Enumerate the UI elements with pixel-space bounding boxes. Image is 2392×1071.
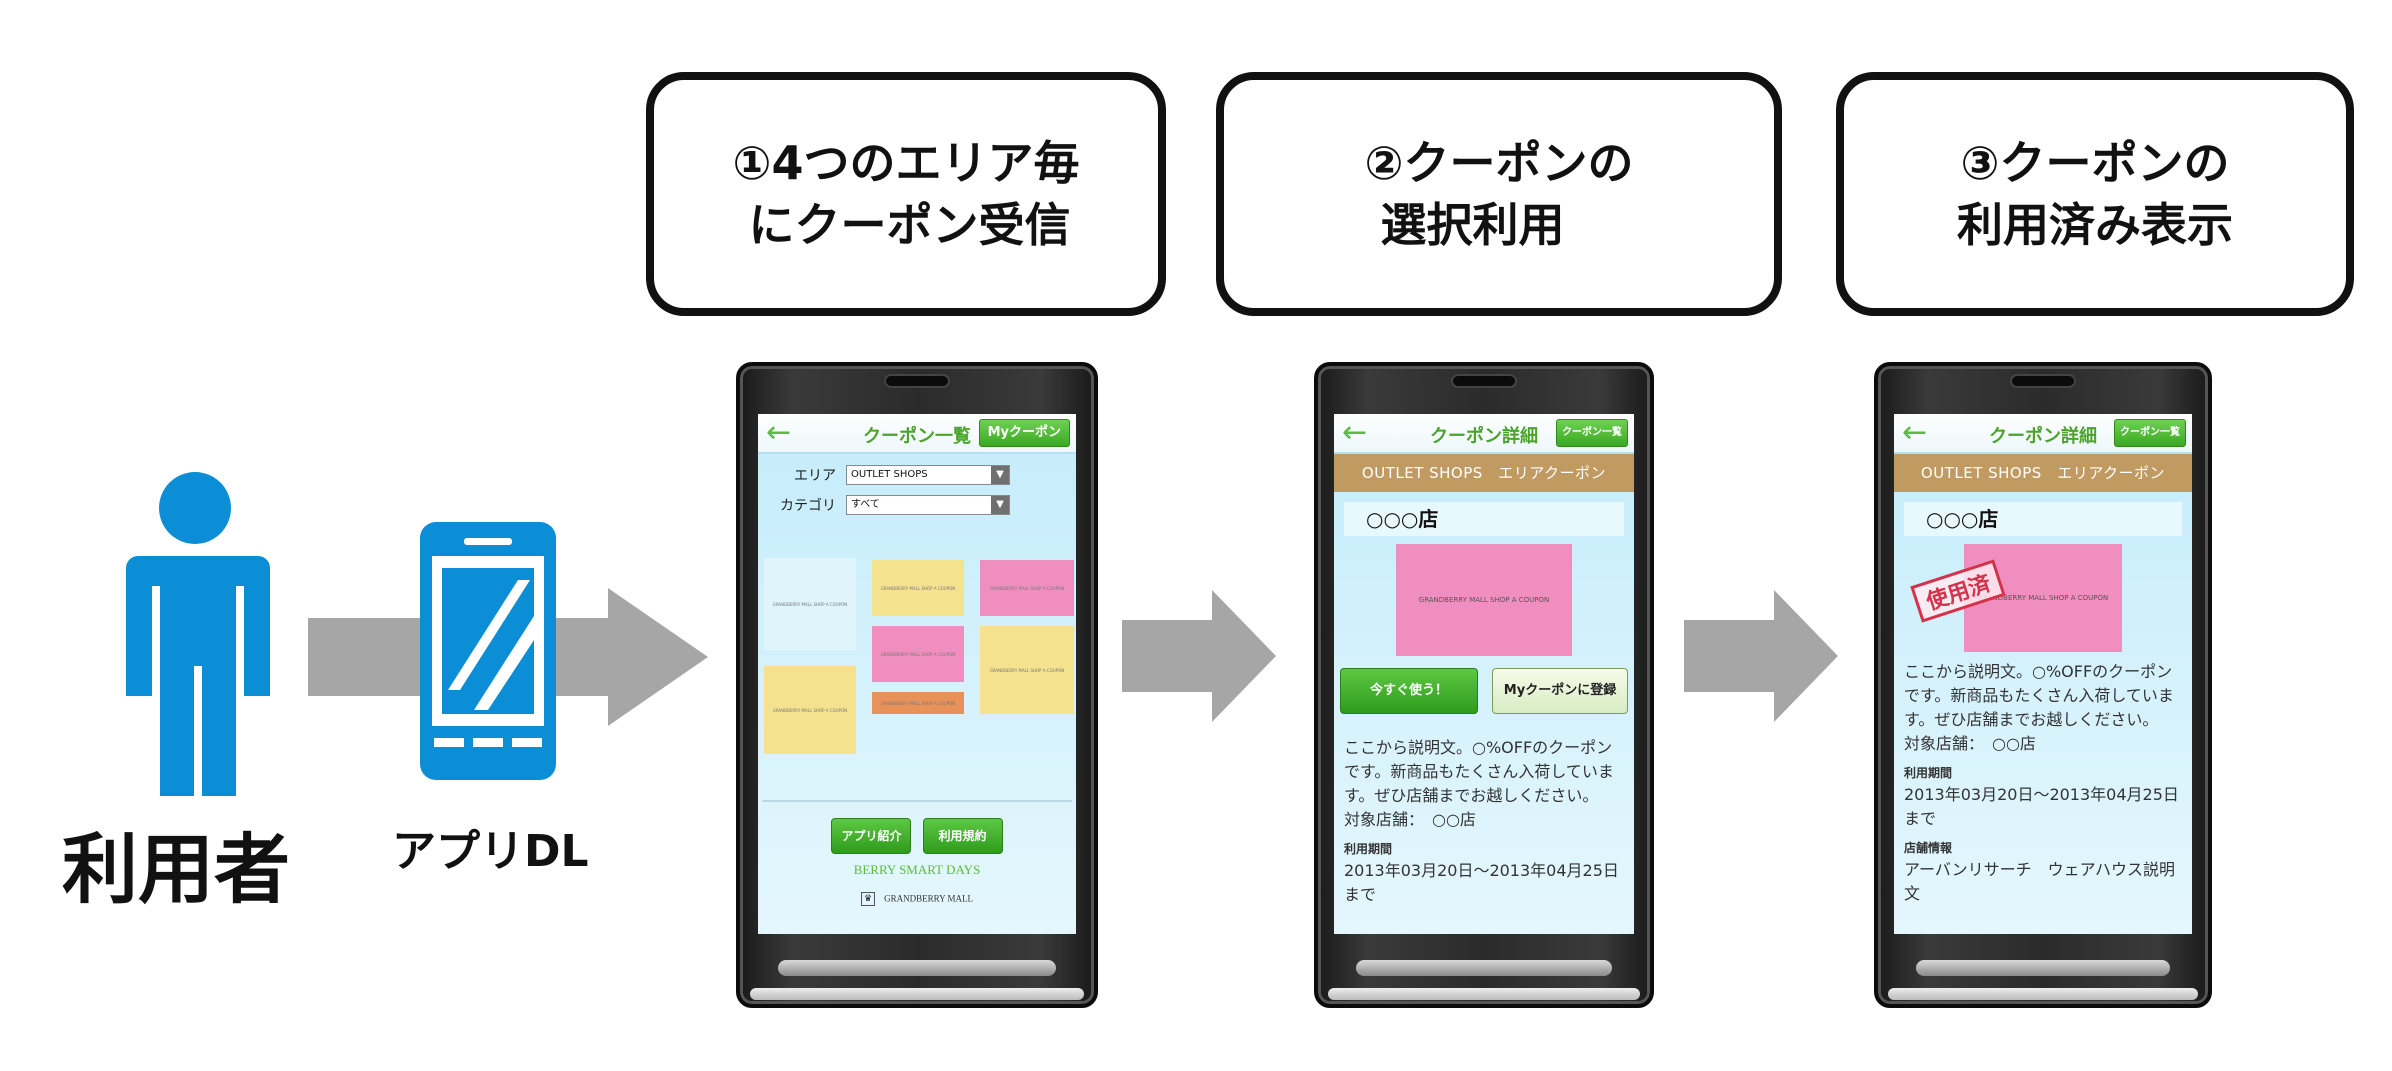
dropdown-caret-icon: ▼ [991, 496, 1009, 514]
area-select-value: OUTLET SHOPS [851, 469, 928, 480]
step-1-text: ①4つのエリア毎 にクーポン受信 [732, 136, 1080, 252]
period-label: 利用期間 [1344, 842, 1393, 856]
category-select[interactable]: すべて ▼ [846, 495, 1010, 515]
coupon-description: ここから説明文。○%OFFのクーポンです。新商品もたくさん入荷しています。ぜひ店… [1904, 662, 2174, 729]
person-icon [126, 472, 270, 796]
phone-coupon-used: ← クーポン詳細 クーポン一覧 OUTLET SHOPS エリアクーポン ○○○… [1874, 362, 2212, 1008]
category-label: カテゴリ [780, 498, 836, 514]
coupon-list-button[interactable]: クーポン一覧 [1556, 419, 1628, 447]
target-store: 対象店舗： ○○店 [1904, 734, 2036, 753]
terms-button[interactable]: 利用規約 [922, 818, 1003, 854]
target-store: 対象店舗： ○○店 [1344, 810, 1476, 829]
divider [762, 800, 1072, 802]
step-2-text: ②クーポンの 選択利用 [1364, 136, 1634, 252]
step-box-1: ①4つのエリア毎 にクーポン受信 [646, 72, 1166, 316]
filter-panel: エリア OUTLET SHOPS ▼ カテゴリ すべて ▼ [758, 454, 1076, 518]
action-buttons: 今すぐ使う！ Myクーポンに登録 [1340, 668, 1628, 714]
mall-logo: ♛ GRANDBERRY MALL [758, 888, 1076, 907]
area-banner: OUTLET SHOPS エリアクーポン [1894, 454, 2192, 492]
coupon-tile[interactable]: GRANDBERRY MALL SHOP A COUPON [872, 560, 964, 616]
register-my-coupon-button[interactable]: Myクーポンに登録 [1492, 668, 1628, 714]
dropdown-caret-icon: ▼ [991, 466, 1009, 484]
back-arrow-icon[interactable]: ← [1342, 415, 1368, 450]
smartphone-icon [420, 522, 556, 780]
store-name: ○○○店 [1344, 502, 1624, 536]
coupon-list-button[interactable]: クーポン一覧 [2114, 419, 2186, 447]
coupon-image-text: GRANDBERRY MALL SHOP A COUPON [1977, 594, 2109, 602]
coupon-tile[interactable]: GRANDBERRY MALL SHOP A COUPON [872, 626, 964, 682]
use-now-button[interactable]: 今すぐ使う！ [1340, 668, 1478, 714]
phone-screen: ← クーポン一覧 Myクーポン エリア OUTLET SHOPS ▼ カテゴリ … [758, 414, 1076, 934]
app-header: ← クーポン一覧 Myクーポン [758, 414, 1076, 454]
coupon-tile[interactable]: GRANDBERRY MALL SHOP A COUPON [980, 560, 1074, 616]
area-select[interactable]: OUTLET SHOPS ▼ [846, 465, 1010, 485]
coupon-image-text: GRANDBERRY MALL SHOP A COUPON [1418, 596, 1550, 604]
my-coupon-button[interactable]: Myクーポン [978, 419, 1070, 447]
coupon-tile-text: GRANDBERRY MALL SHOP A COUPON [989, 585, 1065, 591]
step-3-text: ③クーポンの 利用済み表示 [1957, 136, 2233, 252]
coupon-tile-text: GRANDBERRY MALL SHOP A COUPON [880, 585, 956, 591]
phone-speaker [2010, 374, 2076, 388]
area-banner: OUTLET SHOPS エリアクーポン [1334, 454, 1634, 492]
shop-info-value: アーバンリサーチ ウェアハウス説明文 [1904, 860, 2176, 903]
area-label: エリア [794, 468, 836, 484]
coupon-tile-text: GRANDBERRY MALL SHOP A COUPON [880, 700, 956, 706]
user-label: 利用者 [62, 825, 290, 914]
step-box-3: ③クーポンの 利用済み表示 [1836, 72, 2354, 316]
coupon-description: ここから説明文。○%OFFのクーポンです。新商品もたくさん入荷しています。ぜひ店… [1344, 738, 1614, 805]
coupon-tile-text: GRANDBERRY MALL SHOP A COUPON [772, 707, 848, 713]
mall-logo-icon: ♛ [860, 891, 875, 906]
period-value: 2013年03月20日～2013年04月25日まで [1904, 785, 2179, 828]
flow-arrow-2 [1122, 590, 1276, 722]
phone-home-bar [1356, 960, 1612, 976]
coupon-tile-text: GRANDBERRY MALL SHOP A COUPON [880, 651, 956, 657]
app-header: ← クーポン詳細 クーポン一覧 [1334, 414, 1634, 454]
phone-speaker [884, 374, 950, 388]
app-header: ← クーポン詳細 クーポン一覧 [1894, 414, 2192, 454]
phone-coupon-detail: ← クーポン詳細 クーポン一覧 OUTLET SHOPS エリアクーポン ○○○… [1314, 362, 1654, 1008]
coupon-tile[interactable]: GRANDBERRY MALL SHOP A COUPON [764, 558, 856, 650]
store-name: ○○○店 [1904, 502, 2182, 536]
period-label: 利用期間 [1904, 766, 1953, 780]
phone-base [750, 988, 1084, 1000]
area-row: エリア OUTLET SHOPS ▼ [772, 462, 1076, 488]
phone-coupon-list: ← クーポン一覧 Myクーポン エリア OUTLET SHOPS ▼ カテゴリ … [736, 362, 1098, 1008]
coupon-tile-text: GRANDBERRY MALL SHOP A COUPON [772, 601, 848, 607]
phone-speaker [1451, 374, 1517, 388]
flow-arrow-3 [1684, 590, 1838, 722]
phone-home-bar [1916, 960, 2170, 976]
footer-buttons: アプリ紹介 利用規約 [758, 818, 1076, 854]
phone-home-bar [778, 960, 1056, 976]
back-arrow-icon[interactable]: ← [766, 415, 792, 450]
coupon-tile-text: GRANDBERRY MALL SHOP A COUPON [989, 667, 1065, 673]
category-select-value: すべて [851, 499, 880, 510]
screen-title: クーポン詳細 [1989, 426, 2097, 447]
category-row: カテゴリ すべて ▼ [772, 492, 1076, 518]
period-value: 2013年03月20日～2013年04月25日まで [1344, 861, 1619, 904]
shop-info-label: 店舗情報 [1904, 841, 1953, 855]
mall-name: GRANDBERRY MALL [884, 893, 974, 904]
app-dl-label: アプリDL [392, 826, 589, 877]
app-intro-button[interactable]: アプリ紹介 [831, 818, 912, 854]
coupon-tile[interactable]: GRANDBERRY MALL SHOP A COUPON [764, 666, 856, 754]
coupon-image: GRANDBERRY MALL SHOP A COUPON [1396, 544, 1572, 656]
phone-base [1328, 988, 1640, 1000]
phone-screen: ← クーポン詳細 クーポン一覧 OUTLET SHOPS エリアクーポン ○○○… [1334, 414, 1634, 934]
back-arrow-icon[interactable]: ← [1902, 415, 1928, 450]
coupon-tile[interactable]: GRANDBERRY MALL SHOP A COUPON [980, 626, 1074, 714]
phone-base [1888, 988, 2198, 1000]
phone-screen: ← クーポン詳細 クーポン一覧 OUTLET SHOPS エリアクーポン ○○○… [1894, 414, 2192, 934]
coupon-tile[interactable]: GRANDBERRY MALL SHOP A COUPON [872, 692, 964, 714]
brand-text: BERRY SMART DAYS [853, 862, 981, 877]
screen-title: クーポン詳細 [1430, 426, 1538, 447]
step-box-2: ②クーポンの 選択利用 [1216, 72, 1782, 316]
screen-title: クーポン一覧 [863, 426, 971, 447]
coupon-image-wrap: GRANDBERRY MALL SHOP A COUPON 使用済 [1894, 544, 2192, 652]
